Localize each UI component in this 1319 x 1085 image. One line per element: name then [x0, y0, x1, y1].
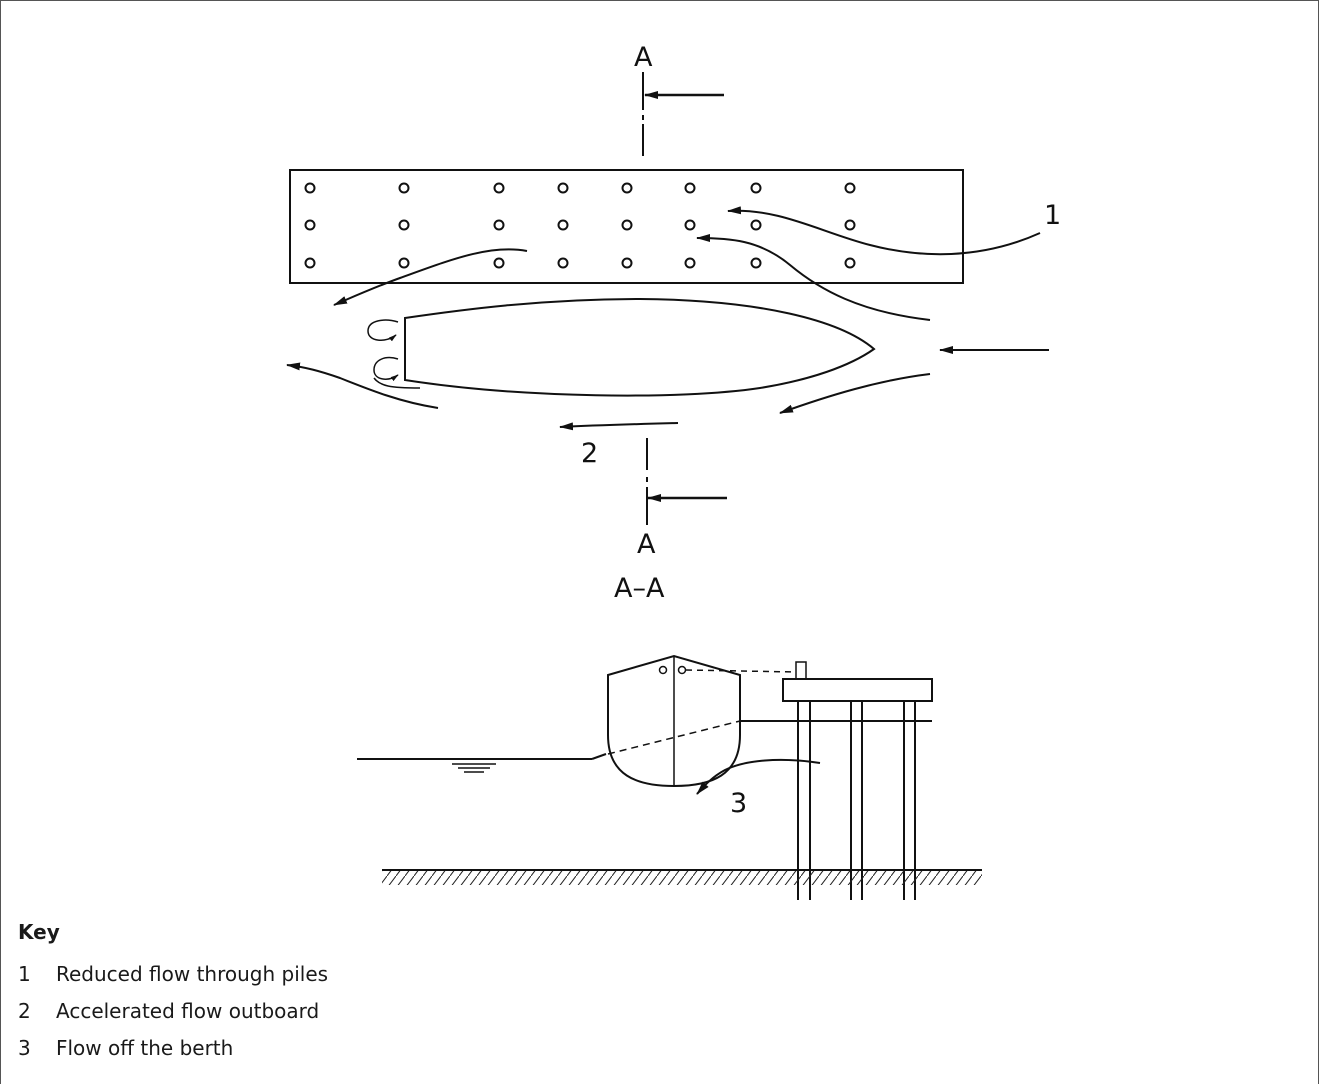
hull-waterline-dashed — [607, 720, 741, 755]
callout-1: 1 — [1044, 200, 1061, 231]
pile — [493, 257, 505, 269]
jetty-pile — [797, 701, 811, 900]
hull-waterline — [591, 753, 607, 760]
porthole — [658, 665, 668, 675]
pile — [844, 257, 856, 269]
pile — [557, 182, 569, 194]
pile — [304, 257, 316, 269]
key-title: Key — [18, 920, 60, 944]
pile — [684, 257, 696, 269]
flow-arrow — [696, 234, 931, 321]
section-line-top — [642, 72, 724, 156]
pile — [844, 182, 856, 194]
pile — [398, 257, 410, 269]
key-item-number: 3 — [18, 1036, 31, 1060]
key-item-text: Flow off the berth — [56, 1036, 234, 1060]
pile — [750, 182, 762, 194]
mooring-line — [685, 669, 797, 673]
berth-flow-diagram: A — [286, 42, 1061, 900]
seabed — [382, 869, 982, 885]
pile — [493, 219, 505, 231]
water-surface — [357, 758, 592, 773]
key-item: 3 Flow off the berth — [18, 1030, 718, 1067]
flow-arrow — [286, 362, 439, 409]
jetty-piles — [797, 701, 916, 900]
section-letter-top: A — [634, 42, 653, 73]
key-legend: Key 1 Reduced flow through piles 2 Accel… — [18, 918, 718, 1067]
flow-arrows-plan — [286, 206, 1049, 431]
pile — [304, 219, 316, 231]
pile — [750, 257, 762, 269]
pile — [621, 257, 633, 269]
bollard — [795, 661, 807, 680]
pile — [557, 257, 569, 269]
flow-arrow-section — [696, 758, 821, 795]
section-line-bottom — [646, 438, 727, 525]
flow-arrow — [727, 206, 1041, 256]
pile — [750, 219, 762, 231]
pile — [844, 219, 856, 231]
pile — [398, 219, 410, 231]
pile — [621, 219, 633, 231]
stern-eddies — [367, 319, 421, 389]
callout-2: 2 — [581, 438, 598, 469]
pile — [304, 182, 316, 194]
flow-arrow — [333, 248, 528, 306]
key-item: 2 Accelerated flow outboard — [18, 993, 718, 1030]
key-item-text: Accelerated flow outboard — [56, 999, 320, 1023]
pile — [557, 219, 569, 231]
pile — [398, 182, 410, 194]
section-title: A–A — [614, 573, 665, 604]
ship-hull-plan — [404, 297, 876, 397]
pile — [684, 219, 696, 231]
callout-3: 3 — [730, 788, 747, 819]
flow-arrow — [779, 373, 931, 414]
key-item-text: Reduced flow through piles — [56, 962, 329, 986]
jetty-pile — [850, 701, 863, 900]
flow-arrow — [559, 422, 679, 431]
pile — [493, 182, 505, 194]
jetty-pile — [903, 701, 916, 900]
pier-deck — [289, 169, 964, 284]
pile — [684, 182, 696, 194]
porthole — [677, 665, 687, 675]
jetty-deck — [782, 678, 933, 702]
pile-grid — [304, 182, 856, 269]
key-item-number: 1 — [18, 962, 31, 986]
pile — [621, 182, 633, 194]
key-item: 1 Reduced flow through piles — [18, 956, 718, 993]
key-item-number: 2 — [18, 999, 31, 1023]
section-letter-bottom: A — [637, 529, 656, 560]
